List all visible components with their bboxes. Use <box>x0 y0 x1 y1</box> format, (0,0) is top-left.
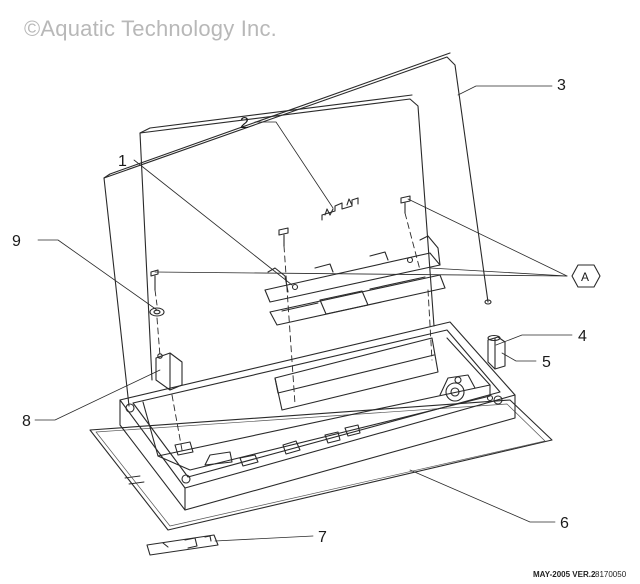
washer <box>149 307 165 317</box>
callout-a-hexagon <box>571 264 601 288</box>
callout-5: 5 <box>542 354 551 371</box>
drawing-number: 8170050 <box>595 570 627 579</box>
weir-door <box>264 235 446 326</box>
spring-clip <box>321 197 359 221</box>
screws <box>150 195 411 291</box>
callout-4: 4 <box>578 328 587 345</box>
outer-wire-frame <box>103 52 492 407</box>
callout-3: 3 <box>557 77 566 94</box>
callout-9: 9 <box>12 233 21 250</box>
revision-label: MAY-2005 VER.2 <box>533 570 596 579</box>
mounting-clip <box>146 534 219 556</box>
callout-2: 2 <box>240 115 249 132</box>
right-hinge-post <box>487 334 506 370</box>
callout-6: 6 <box>560 515 569 532</box>
callout-1: 1 <box>118 153 127 170</box>
inner-wire-frame <box>139 94 435 381</box>
callout-a: A <box>581 270 589 284</box>
callout-8: 8 <box>22 413 31 430</box>
skimmer-housing <box>119 321 516 511</box>
callout-7: 7 <box>318 529 327 546</box>
left-hinge-post <box>155 352 183 391</box>
base-trim-plate <box>89 399 553 531</box>
assembly-guide-lines <box>154 212 433 451</box>
leader-lines <box>34 85 573 542</box>
copyright-watermark: ©Aquatic Technology Inc. <box>24 16 277 41</box>
